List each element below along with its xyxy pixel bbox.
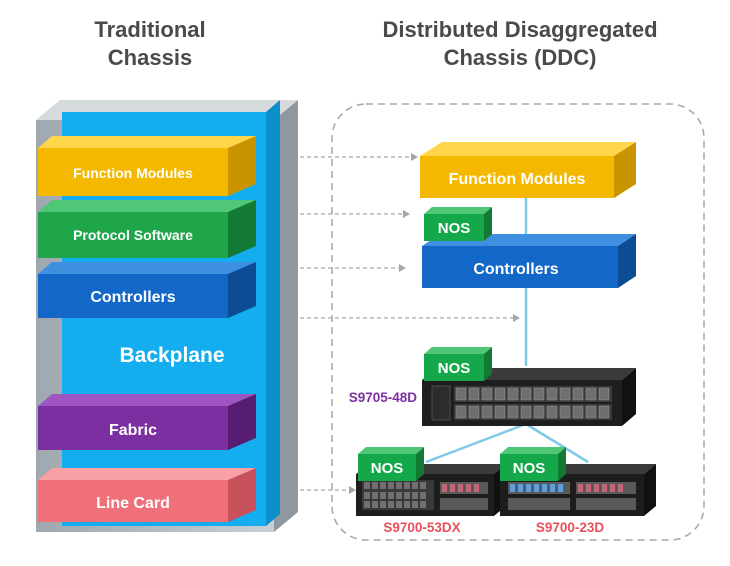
nos-label-fabric-switch: NOS [438,360,471,377]
nos-label-line-card-left: NOS [371,460,404,477]
line-card-right-model-label: S9700-23D [536,520,605,535]
ddc-controllers-label: Controllers [473,261,558,278]
fabric-switch-model-label: S9705-48D [349,390,418,405]
trad-controllers-label: Controllers [90,289,175,306]
ddc-title: Distributed Disaggregated Chassis (DDC) [382,17,658,70]
ddc-connectors [425,196,589,464]
trad-protocol-software-label: Protocol Software [73,227,193,243]
trad-fabric-block: Fabric [38,394,256,450]
trad-protocol-software-block: Protocol Software [38,200,256,258]
nos-label-line-card-right: NOS [513,460,546,477]
ddc-controllers-block: Controllers [422,234,636,288]
fabric-switch-nos-badge: NOS [424,347,492,381]
traditional-chassis: Backplane Function Modules Protocol Soft… [36,100,298,532]
line-card-right-nos-badge: NOS [500,447,566,481]
ddc-function-modules-block: Function Modules [420,142,636,198]
line-card-left-nos-badge: NOS [358,447,424,481]
arrow-heads [349,153,520,494]
trad-function-modules-label: Function Modules [73,165,193,181]
mapping-arrows [300,156,514,491]
trad-fabric-label: Fabric [109,422,157,439]
trad-line-card-label: Line Card [96,495,170,512]
fabric-switch-ports [431,385,612,421]
traditional-chassis-title: Traditional Chassis [94,17,206,70]
trad-line-card-block: Line Card [38,468,256,522]
backplane-side [266,100,280,526]
ddc-function-modules-label: Function Modules [449,171,586,188]
ddc-controllers-nos-badge: NOS [424,207,492,241]
trad-function-modules-block: Function Modules [38,136,256,196]
nos-label-controllers: NOS [438,220,471,237]
trad-controllers-block: Controllers [38,262,256,318]
line-card-left-model-label: S9700-53DX [383,520,460,535]
ddc-boundary [331,103,705,541]
backplane-label: Backplane [119,344,224,367]
